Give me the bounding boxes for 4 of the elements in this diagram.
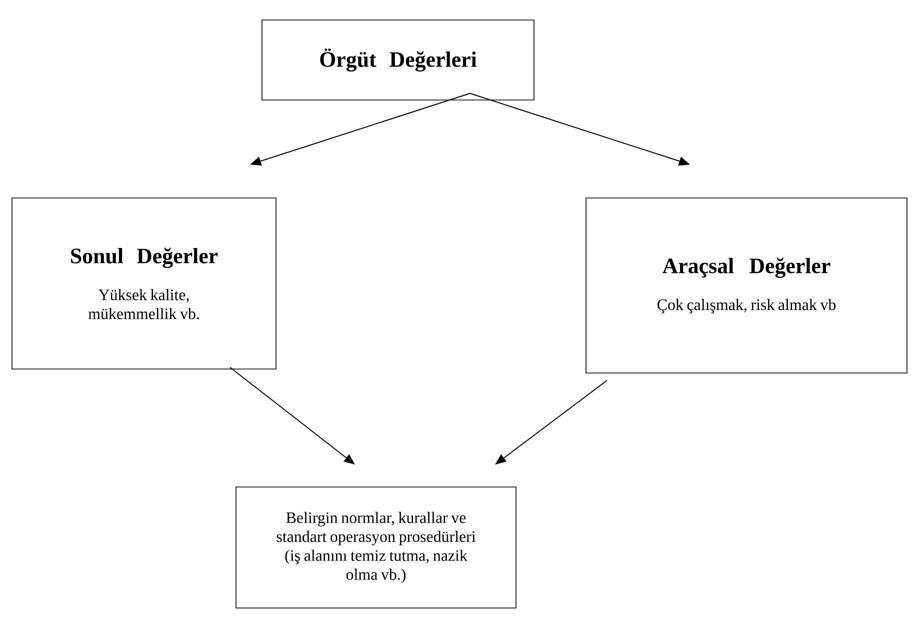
title-box: Örgüt Değerleri [262, 20, 534, 100]
value-box: Araçsal Değerler Çok çalışmak, risk almak vb [586, 198, 908, 374]
result-box: Belirgin normlar, kurallar ve standart operasyon prosedürleri (iş alanını temiz tutma, nazik olma vb.) [236, 486, 516, 608]
value-box: Sonul Değerler Yüksek kalite, mükemmellik vb. [12, 198, 276, 370]
